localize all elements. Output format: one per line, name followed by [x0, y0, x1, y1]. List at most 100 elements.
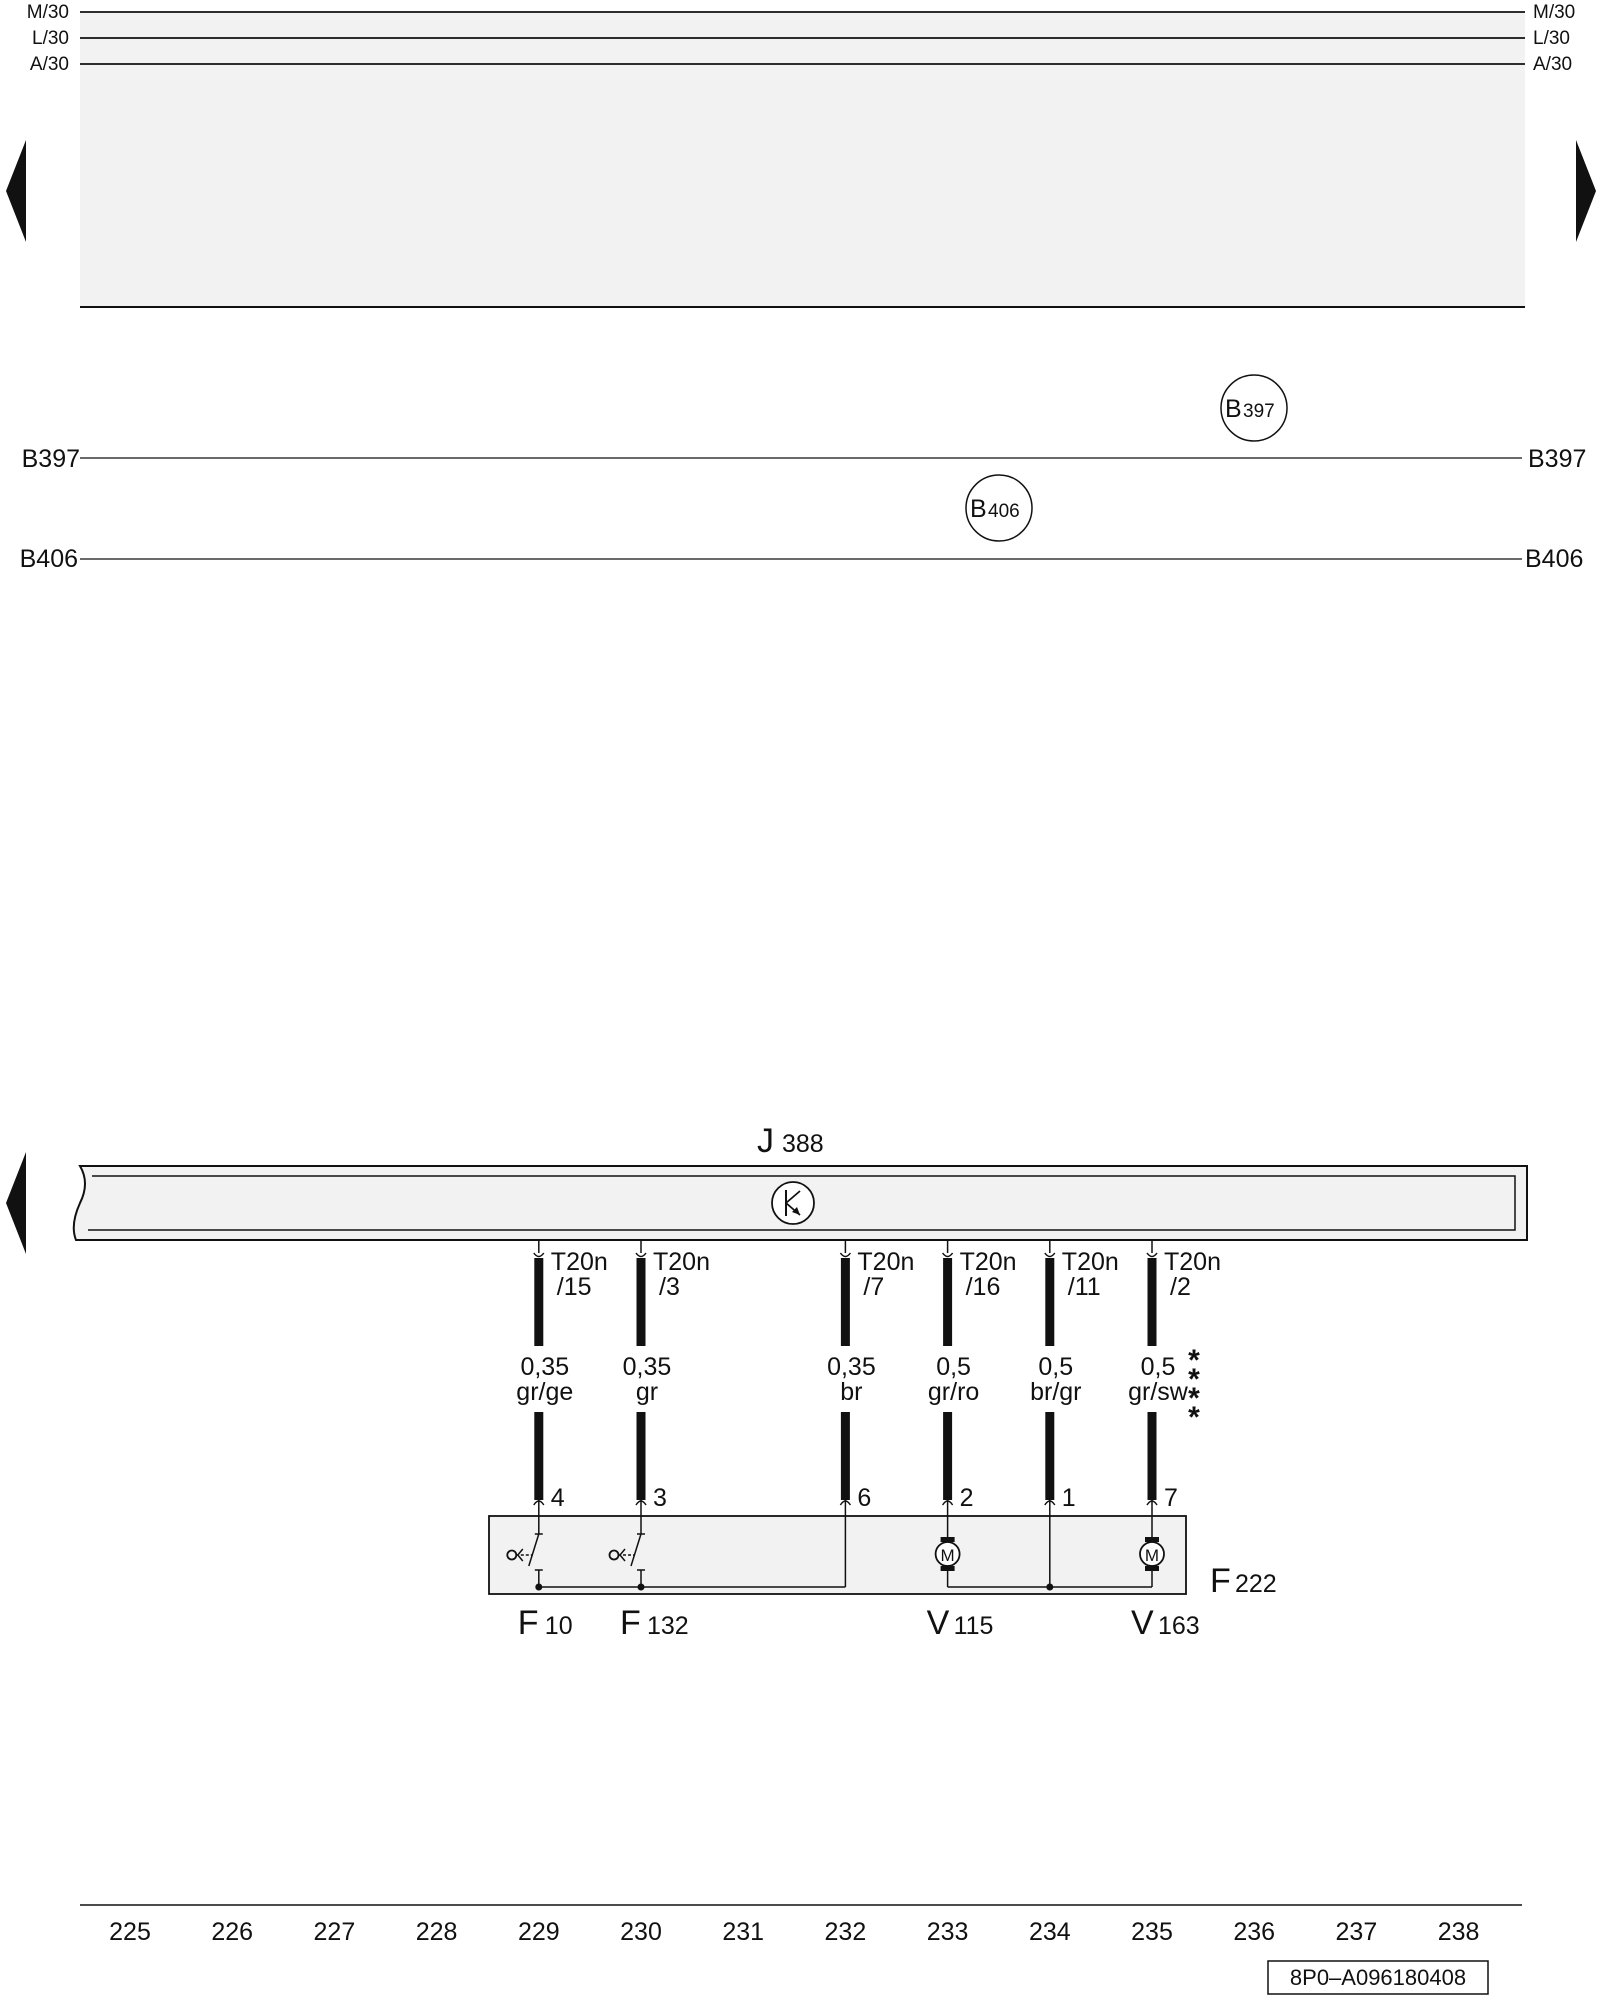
grid-number: 236 — [1233, 1918, 1275, 1946]
grid-number: 226 — [211, 1918, 253, 1946]
rail-label-left: A/30 — [30, 54, 69, 75]
control-unit-label: J — [757, 1122, 774, 1160]
motor-letter: M — [941, 1546, 955, 1565]
wire-color-label: gr — [636, 1378, 658, 1406]
wire-cross-section-label: 0,5 — [1141, 1353, 1176, 1381]
grid-number: 238 — [1438, 1918, 1480, 1946]
wire-color-label: gr/sw — [1128, 1378, 1189, 1406]
grid-number: 233 — [927, 1918, 969, 1946]
component-pin-label: 4 — [551, 1484, 565, 1512]
prev-page-arrow-icon[interactable] — [6, 1152, 26, 1254]
motor-icon: M — [934, 1516, 961, 1587]
motor-icon: M — [1139, 1516, 1165, 1587]
wire-cross-section-label: 0,5 — [936, 1353, 971, 1381]
wire-note-mark: * — [1188, 1382, 1200, 1415]
control-unit-label-number: 388 — [782, 1130, 824, 1158]
wire-cross-section-label: 0,35 — [827, 1353, 876, 1381]
relay-panel — [80, 13, 1525, 307]
grid-number: 232 — [825, 1918, 867, 1946]
wire-color-label: br/gr — [1030, 1378, 1081, 1406]
connector-label: T20n — [551, 1248, 608, 1276]
bus-label-b397-right: B397 — [1528, 445, 1586, 473]
bus-lines: B397 B397 B406 B406 — [20, 445, 1587, 573]
component-label-number: 132 — [647, 1612, 689, 1640]
bus-label-b406-left: B406 — [20, 545, 78, 573]
component-label-number: 163 — [1158, 1612, 1200, 1640]
grid-number: 234 — [1029, 1918, 1071, 1946]
component-label-letter: V — [927, 1604, 950, 1642]
next-page-arrow-icon[interactable] — [1576, 140, 1596, 242]
svg-text:397: 397 — [1243, 401, 1275, 422]
component-label-letter: V — [1131, 1604, 1154, 1642]
grid-number: 227 — [314, 1918, 356, 1946]
wire-color-label: br — [840, 1378, 862, 1406]
wire-cross-section-label: 0,35 — [623, 1353, 672, 1381]
component-pin-label: 3 — [653, 1484, 667, 1512]
wire-note-mark: * — [1188, 1363, 1200, 1396]
component-pin-label: 2 — [960, 1484, 974, 1512]
rail-label-left: M/30 — [27, 2, 69, 23]
grid-number: 237 — [1336, 1918, 1378, 1946]
rail-label-right: M/30 — [1533, 2, 1575, 23]
wire-harness: T20n/150,35gr/ge4T20n/30,35gr3T20n/70,35… — [516, 1240, 1221, 1516]
wire: T20n/16 0,5gr/ro 2 — [928, 1240, 1017, 1516]
component-label-letter: F — [518, 1604, 539, 1642]
bus-label-b397-left: B397 — [22, 445, 80, 473]
transistor-icon — [771, 1181, 815, 1225]
grid-number: 225 — [109, 1918, 151, 1946]
grid-number: 228 — [416, 1918, 458, 1946]
connector-label: T20n — [1164, 1248, 1221, 1276]
connector-label: T20n — [653, 1248, 710, 1276]
control-unit-j388: J 388 — [72, 1122, 1528, 1241]
component-pin-label: 7 — [1164, 1484, 1178, 1512]
wire-color-label: gr/ge — [516, 1378, 573, 1406]
prev-page-arrow-icon[interactable] — [6, 140, 26, 242]
grid-number: 231 — [722, 1918, 764, 1946]
svg-text:8P0–A096180408: 8P0–A096180408 — [1290, 1965, 1466, 1990]
top-rails: M/30 L/30 A/30 M/30 L/30 A/30 — [27, 2, 1576, 75]
connector-pin-label: /15 — [557, 1273, 592, 1301]
bus-label-b406-right: B406 — [1525, 545, 1583, 573]
connector-label: T20n — [1062, 1248, 1119, 1276]
wire-note-mark: * — [1188, 1344, 1200, 1377]
grid-number: 235 — [1131, 1918, 1173, 1946]
rail-label-right: A/30 — [1533, 54, 1572, 75]
grid-number: 229 — [518, 1918, 560, 1946]
rail-label-left: L/30 — [32, 28, 69, 49]
component-label-number: 115 — [954, 1612, 994, 1640]
internal-wiring — [538, 1516, 1152, 1591]
component-pin-label: 1 — [1062, 1484, 1076, 1512]
document-id: 8P0–A096180408 — [1267, 1960, 1489, 1995]
wire-color-label: gr/ro — [928, 1378, 979, 1406]
connector-label: T20n — [857, 1248, 914, 1276]
wire-cross-section-label: 0,35 — [520, 1353, 569, 1381]
connector-pin-label: /2 — [1170, 1273, 1191, 1301]
svg-text:406: 406 — [988, 501, 1020, 522]
rail-label-right: L/30 — [1533, 28, 1570, 49]
wire: T20n/110,5br/gr1 — [1030, 1240, 1119, 1516]
motor-letter: M — [1145, 1546, 1159, 1565]
connector-label: T20n — [960, 1248, 1017, 1276]
connector-pin-label: /7 — [863, 1273, 884, 1301]
grid-number: 230 — [620, 1918, 662, 1946]
grid-numbers: 225 226 227 228 229 230 231 232 233 234 235 236 237 2… — [109, 1918, 1479, 1946]
connector-pin-label: /11 — [1068, 1273, 1101, 1301]
wire: T20n/20,5gr/sw7**** — [1128, 1240, 1221, 1516]
bus-connector-b397: B 397 — [1220, 374, 1288, 442]
component-label-letter: F — [620, 1604, 641, 1642]
assembly-label: F — [1210, 1562, 1231, 1600]
assembly-f222: F 222 — [488, 1515, 1277, 1600]
wire-note-mark: * — [1188, 1401, 1200, 1434]
connector-pin-label: /16 — [966, 1273, 1001, 1301]
svg-text:B: B — [1225, 395, 1242, 423]
bus-connector-b406: B 406 — [965, 474, 1033, 542]
